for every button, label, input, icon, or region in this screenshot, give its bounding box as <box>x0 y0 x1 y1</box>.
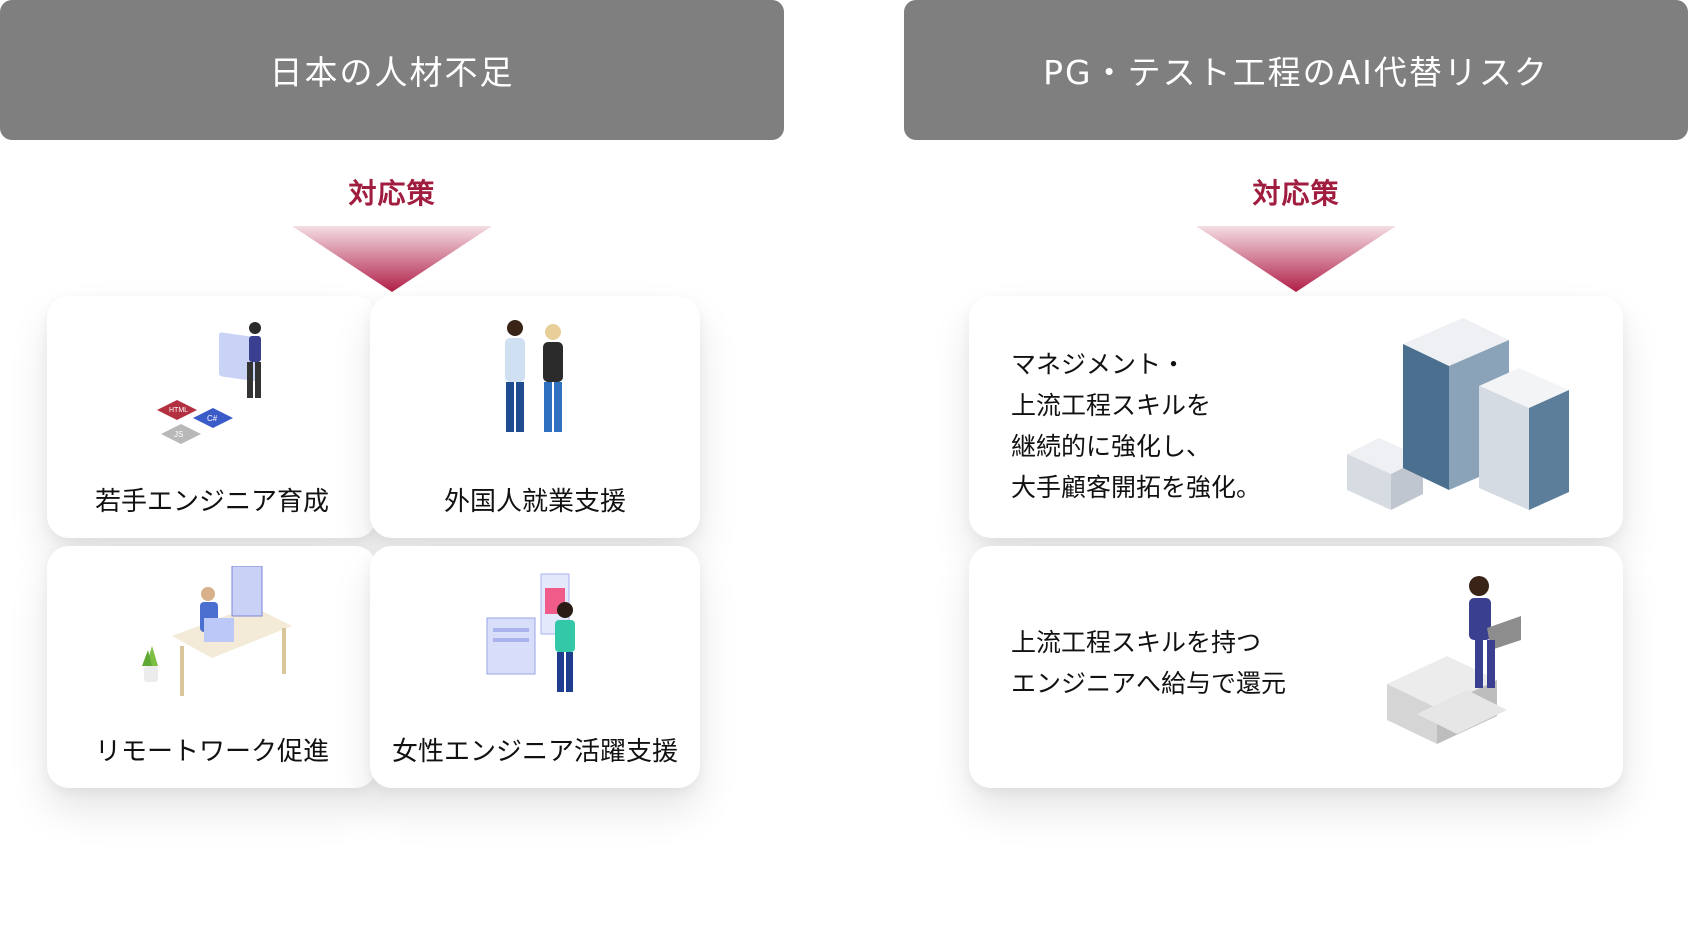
csharp-tag: C# <box>207 414 218 423</box>
card-line: エンジニアへ給与で還元 <box>1011 669 1287 698</box>
card-remote-work: リモートワーク促進 <box>47 546 377 788</box>
card-line: 大手顧客開拓を強化。 <box>1011 473 1262 502</box>
card-line: 上流工程スキルを <box>1011 391 1212 420</box>
remote-work-illustration <box>142 566 292 696</box>
card-line: 継続的に強化し、 <box>1011 432 1212 461</box>
card-label: 外国人就業支援 <box>443 487 626 517</box>
card-label: リモートワーク促進 <box>94 737 329 767</box>
left-subheading: 対応策 <box>348 177 436 210</box>
left-column: 日本の人材不足 対応策 HTML C# JS 若手エンジニア育成 <box>0 0 784 788</box>
card-young-engineer: HTML C# JS 若手エンジニア育成 <box>47 296 377 538</box>
down-arrow-icon <box>292 226 492 292</box>
card-label: 女性エンジニア活躍支援 <box>391 737 678 767</box>
down-arrow-icon <box>1196 226 1396 292</box>
js-tag: JS <box>174 430 183 439</box>
card-management-skills: マネジメント・ 上流工程スキルを 継続的に強化し、 大手顧客開拓を強化。 <box>969 296 1623 538</box>
card-woman-engineer: 女性エンジニア活躍支援 <box>370 546 700 788</box>
right-column: PG・テスト工程のAI代替リスク 対応策 マネジメント・ 上流工程スキルを 継続… <box>904 0 1688 788</box>
left-header: 日本の人材不足 <box>0 0 784 140</box>
card-salary-return: 上流工程スキルを持つ エンジニアへ給与で還元 <box>969 546 1623 788</box>
html-tag: HTML <box>169 407 188 414</box>
card-line: 上流工程スキルを持つ <box>1011 628 1262 657</box>
card-line: マネジメント・ <box>1011 350 1187 379</box>
card-text: マネジメント・ 上流工程スキルを 継続的に強化し、 大手顧客開拓を強化。 <box>1011 344 1261 508</box>
young-engineer-training-illustration: HTML C# JS <box>157 322 261 444</box>
office-buildings-illustration <box>1347 318 1569 510</box>
right-subheading: 対応策 <box>1252 177 1340 210</box>
foreign-workers-illustration <box>505 320 563 432</box>
card-foreign-workers: 外国人就業支援 <box>370 296 700 538</box>
card-label: 若手エンジニア育成 <box>94 487 329 517</box>
money-salary-illustration <box>1387 576 1521 744</box>
card-text: 上流工程スキルを持つ エンジニアへ給与で還元 <box>1011 622 1286 704</box>
right-header: PG・テスト工程のAI代替リスク <box>904 0 1688 140</box>
woman-engineer-illustration <box>486 573 575 692</box>
